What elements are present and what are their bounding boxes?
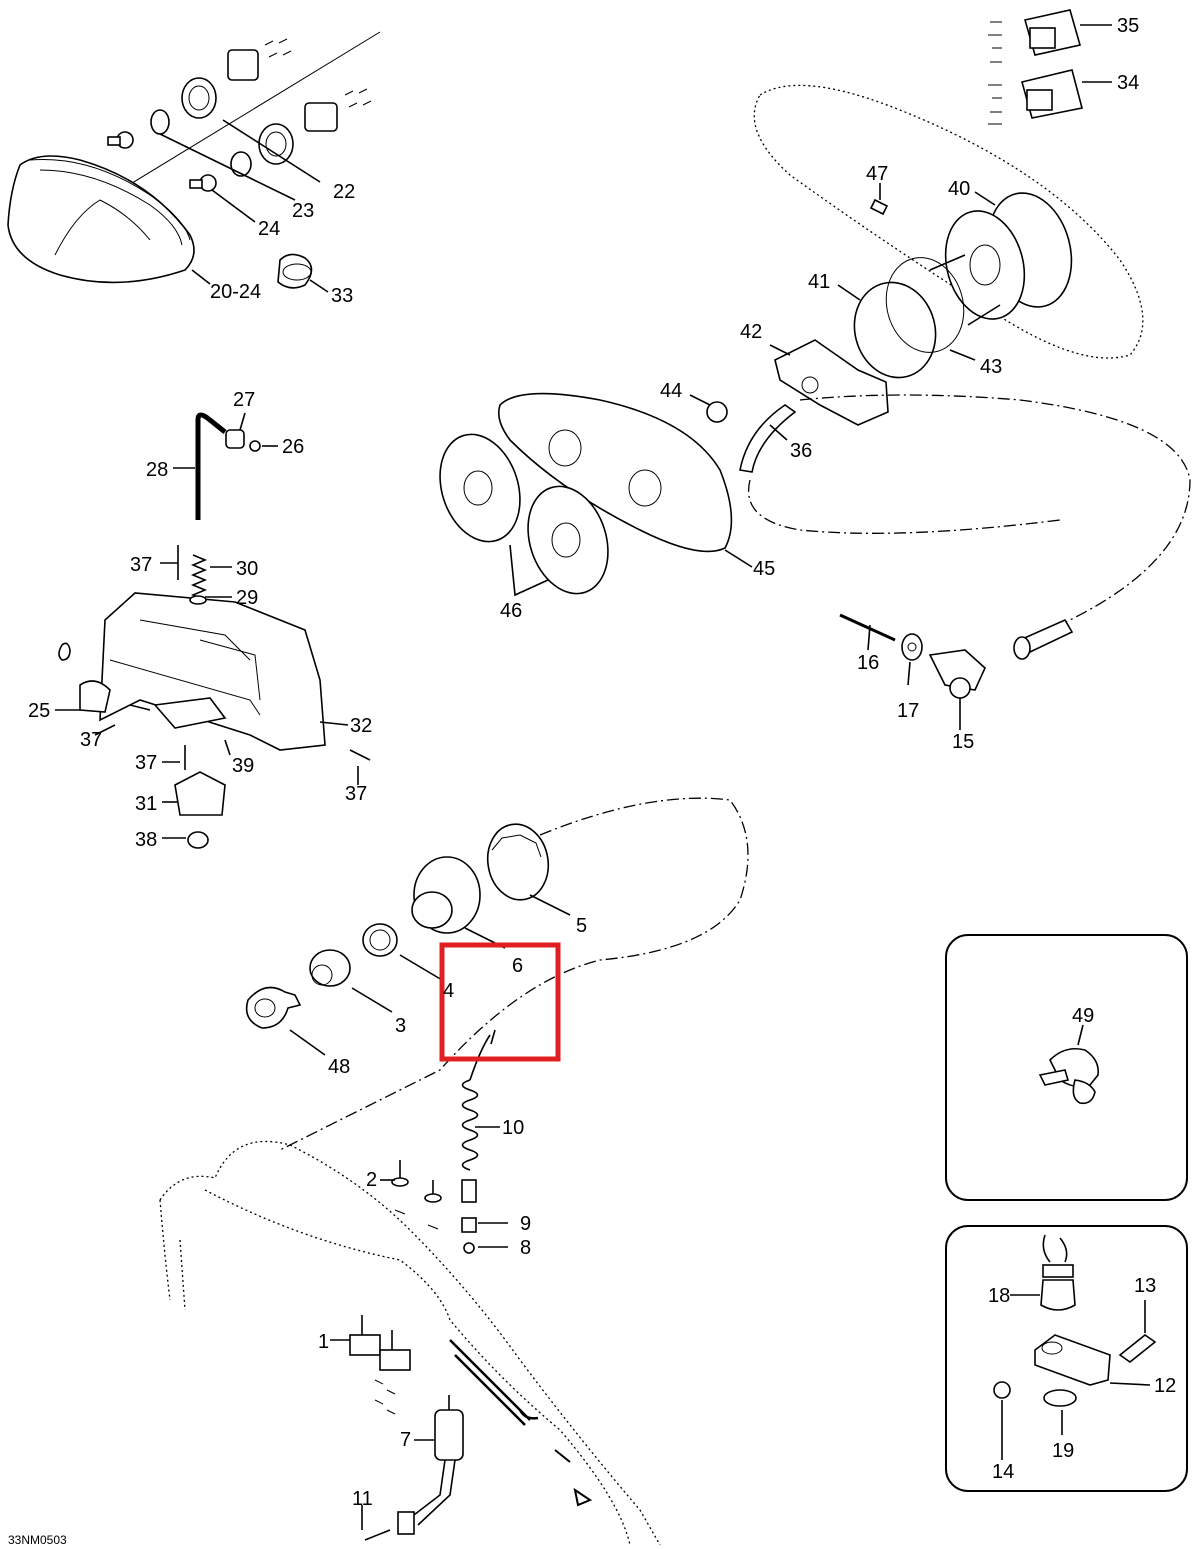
headlight-assembly bbox=[7, 31, 381, 293]
callout-5: 5 bbox=[576, 915, 587, 937]
inset-sensor bbox=[945, 1225, 1188, 1492]
coil-cord bbox=[461, 1029, 508, 1254]
callout-33: 33 bbox=[331, 285, 353, 307]
callout-9: 9 bbox=[520, 1213, 531, 1235]
callout-36: 36 bbox=[790, 440, 812, 462]
key-switch-assembly bbox=[245, 797, 749, 1151]
callout-2: 2 bbox=[366, 1169, 377, 1191]
callout-13: 13 bbox=[1134, 1275, 1156, 1297]
inset-key bbox=[945, 934, 1188, 1201]
callout-4: 4 bbox=[443, 980, 454, 1002]
callout-11: 11 bbox=[352, 1488, 373, 1510]
callout-32: 32 bbox=[350, 715, 372, 737]
callout-37-d: 37 bbox=[345, 783, 367, 805]
fitting-assembly bbox=[839, 613, 1074, 730]
callout-42: 42 bbox=[740, 321, 762, 343]
callout-40: 40 bbox=[948, 178, 970, 200]
callout-27: 27 bbox=[233, 389, 255, 411]
callout-43: 43 bbox=[980, 356, 1002, 378]
callout-49: 49 bbox=[1072, 1005, 1094, 1027]
callout-7: 7 bbox=[400, 1429, 411, 1451]
callout-17: 17 bbox=[897, 700, 919, 722]
highlight-box bbox=[439, 942, 561, 1062]
callout-39: 39 bbox=[232, 755, 254, 777]
callout-1: 1 bbox=[318, 1331, 329, 1353]
callout-16: 16 bbox=[857, 652, 879, 674]
instrument-panel bbox=[439, 392, 753, 597]
callout-3: 3 bbox=[395, 1015, 406, 1037]
callout-35: 35 bbox=[1117, 15, 1139, 37]
callout-18: 18 bbox=[988, 1285, 1010, 1307]
callout-30: 30 bbox=[236, 558, 258, 580]
callout-37-a: 37 bbox=[130, 554, 152, 576]
drawing-code: 33NM0503 bbox=[8, 1533, 67, 1547]
callout-6: 6 bbox=[512, 955, 523, 977]
callout-46: 46 bbox=[500, 600, 522, 622]
callout-8: 8 bbox=[520, 1237, 531, 1259]
gauge-bracket bbox=[55, 412, 371, 849]
callout-12: 12 bbox=[1154, 1375, 1176, 1397]
callout-37-c: 37 bbox=[135, 752, 157, 774]
gauge-assembly bbox=[689, 84, 1144, 473]
callout-25: 25 bbox=[28, 700, 50, 722]
callout-47: 47 bbox=[866, 163, 888, 185]
callout-26: 26 bbox=[282, 436, 304, 458]
callout-29: 29 bbox=[236, 587, 258, 609]
callout-38: 38 bbox=[135, 829, 157, 851]
callout-10: 10 bbox=[502, 1117, 524, 1139]
cable-path bbox=[748, 394, 1191, 641]
callout-31: 31 bbox=[135, 793, 157, 815]
callout-28: 28 bbox=[146, 459, 168, 481]
callout-19: 19 bbox=[1052, 1440, 1074, 1462]
callout-44: 44 bbox=[660, 380, 682, 402]
callout-23: 23 bbox=[292, 200, 314, 222]
callout-45: 45 bbox=[753, 558, 775, 580]
callout-15: 15 bbox=[952, 731, 974, 753]
callout-20-24: 20-24 bbox=[210, 281, 261, 303]
hull-outline bbox=[159, 1140, 661, 1546]
callout-41: 41 bbox=[808, 271, 830, 293]
callout-14: 14 bbox=[992, 1461, 1014, 1483]
callout-22: 22 bbox=[333, 181, 355, 203]
switch-assembly bbox=[988, 9, 1112, 125]
callout-34: 34 bbox=[1117, 72, 1139, 94]
callout-24: 24 bbox=[258, 218, 280, 240]
callout-48: 48 bbox=[328, 1056, 350, 1078]
lower-parts bbox=[330, 1160, 464, 1541]
callout-37-b: 37 bbox=[80, 729, 102, 751]
callout-labels: 1 2 3 4 5 6 7 8 9 10 11 12 13 14 15 16 1… bbox=[8, 15, 1176, 1547]
